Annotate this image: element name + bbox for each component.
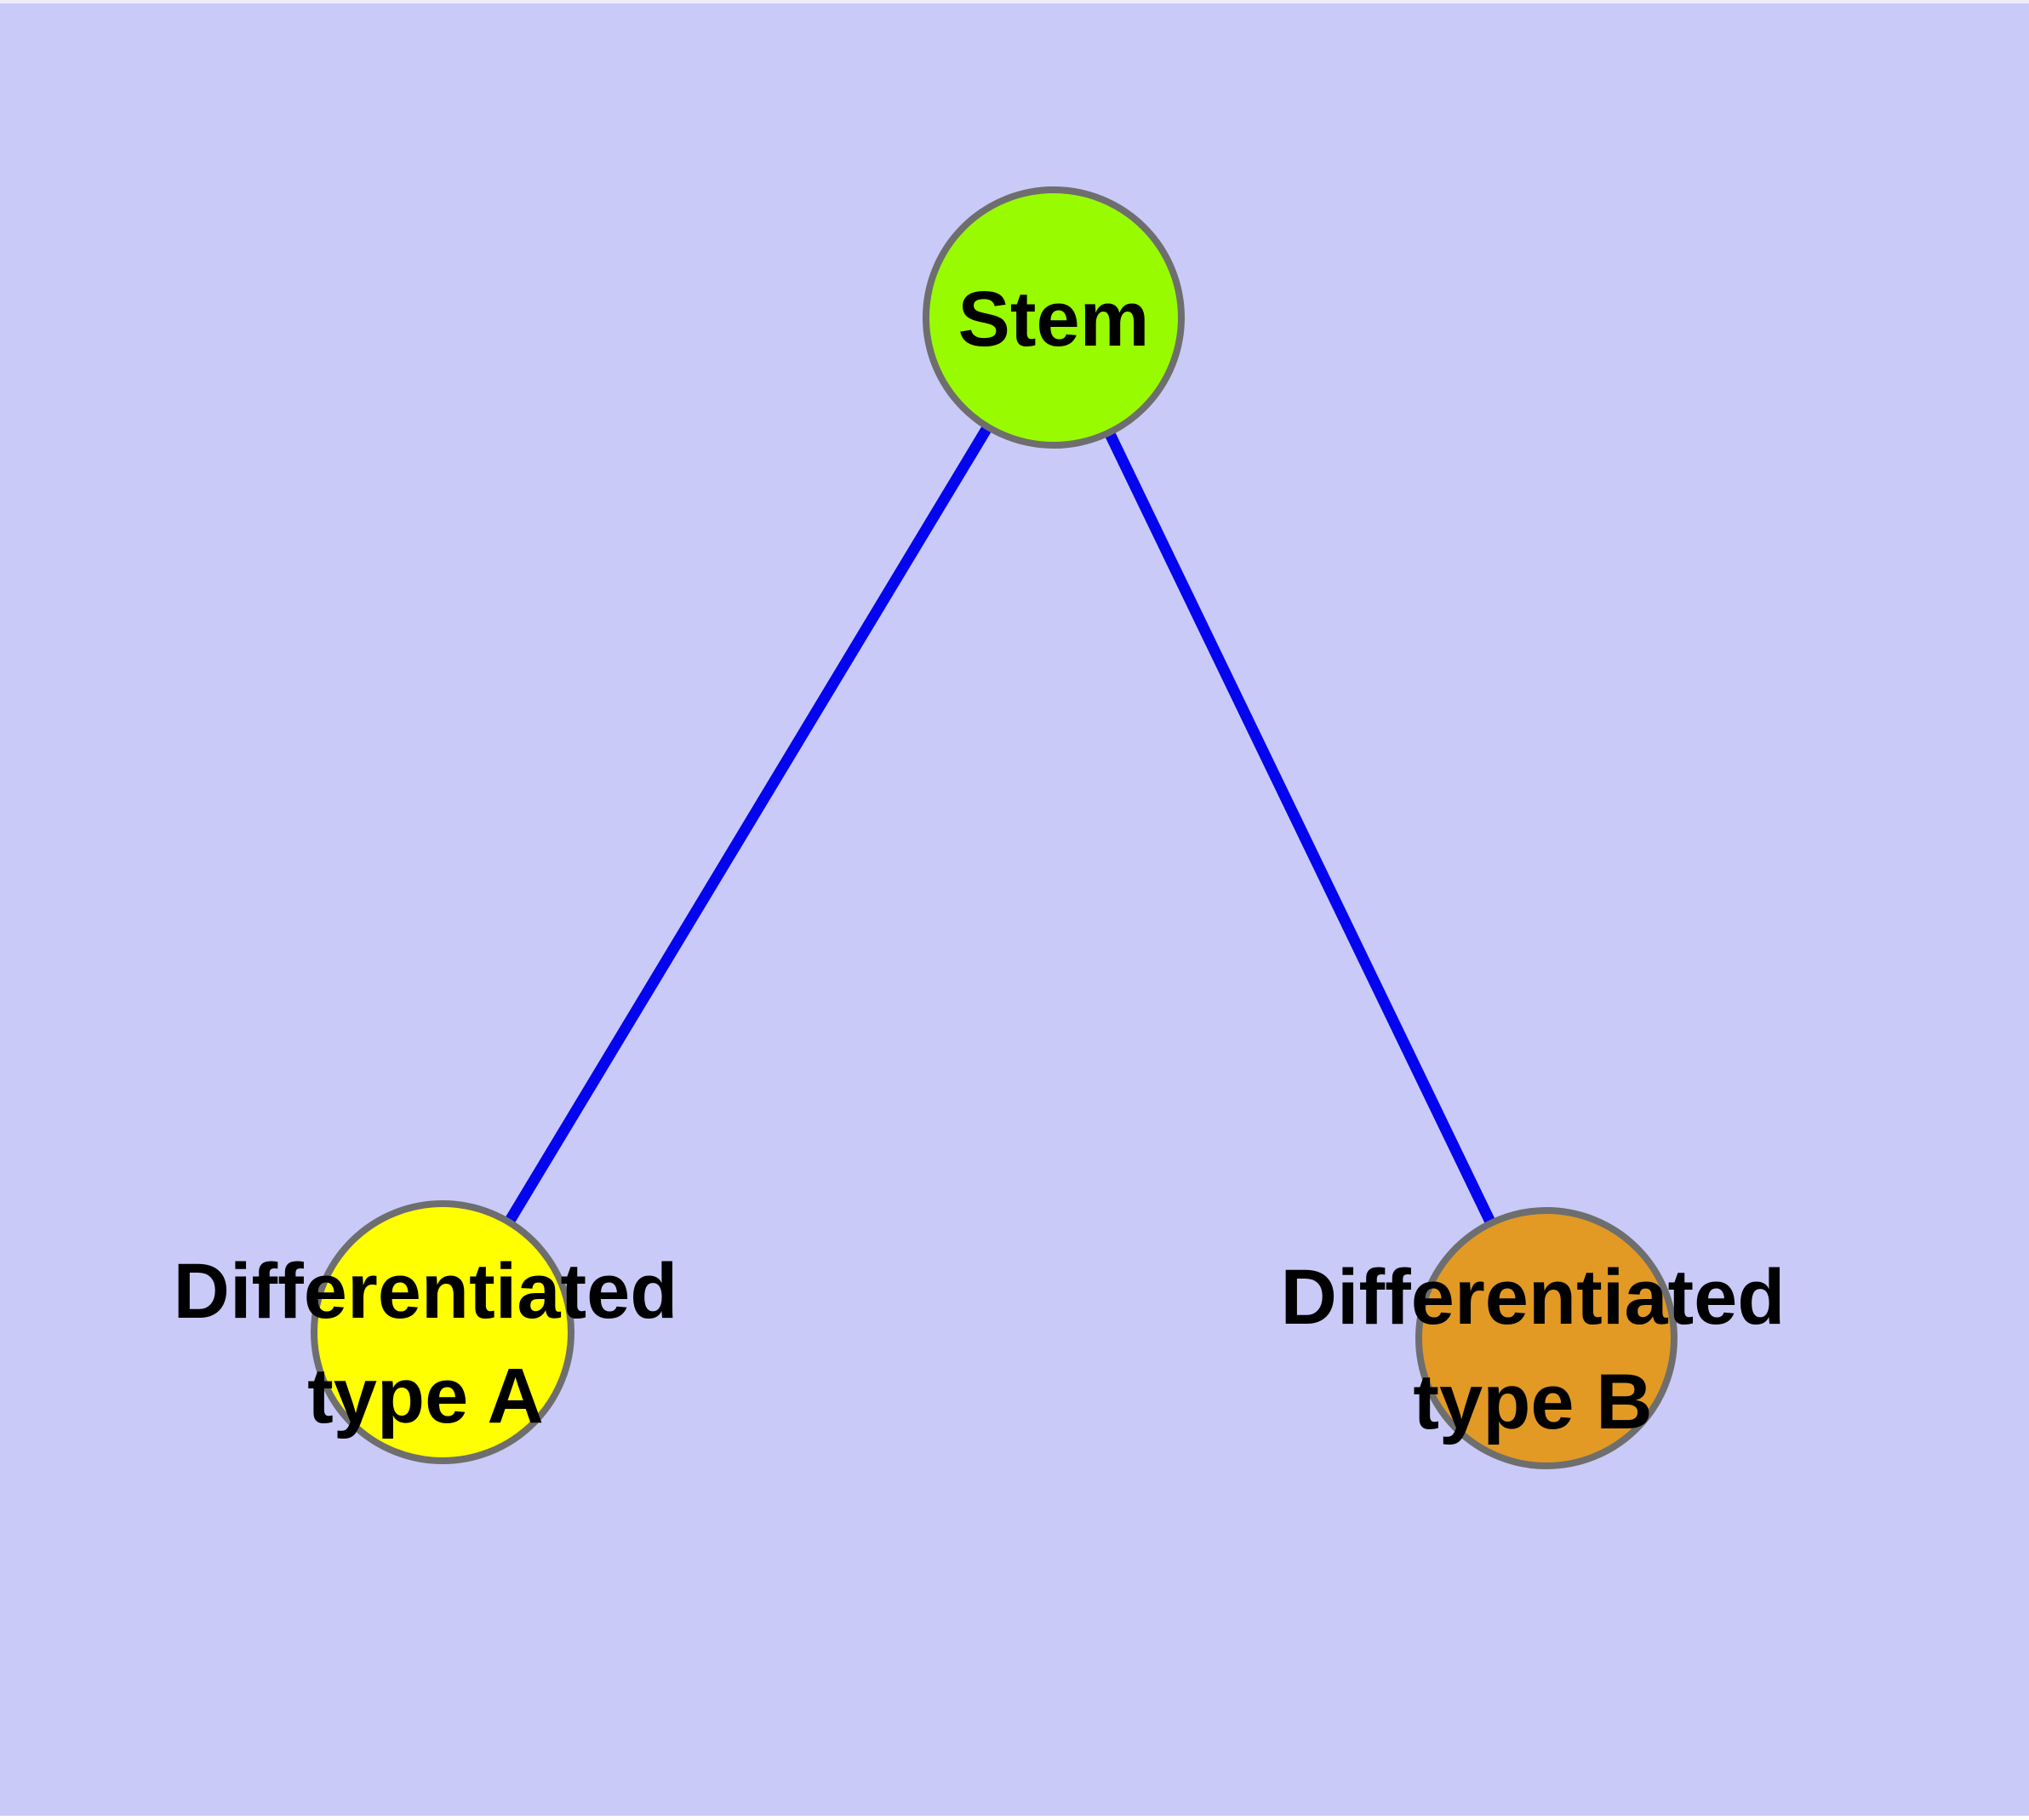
bottom-frame-strip (0, 1816, 2029, 1820)
differentiated-type-a-node-circle (311, 1200, 574, 1464)
edge-stem-to-type-b (1049, 315, 1552, 1341)
node-differentiated-type-a: Differentiated type A (174, 1200, 678, 1464)
node-stem: Stem (923, 186, 1185, 449)
node-differentiated-type-b: Differentiated type B (1281, 1207, 1786, 1469)
differentiated-type-a-label-line-1: Differentiated (174, 1248, 678, 1335)
stem-node-circle (923, 186, 1185, 449)
differentiated-type-a-label-line-2: type A (307, 1353, 544, 1439)
stem-node-label: Stem (958, 276, 1150, 363)
edge-stem-to-type-a (437, 314, 1059, 1336)
differentiated-type-b-label-line-1: Differentiated (1281, 1254, 1786, 1341)
differentiated-type-b-label-line-2: type B (1413, 1359, 1652, 1445)
edge-layer (437, 314, 1552, 1341)
differentiated-type-b-node-circle (1415, 1207, 1677, 1469)
top-frame-strip (0, 0, 2029, 3)
